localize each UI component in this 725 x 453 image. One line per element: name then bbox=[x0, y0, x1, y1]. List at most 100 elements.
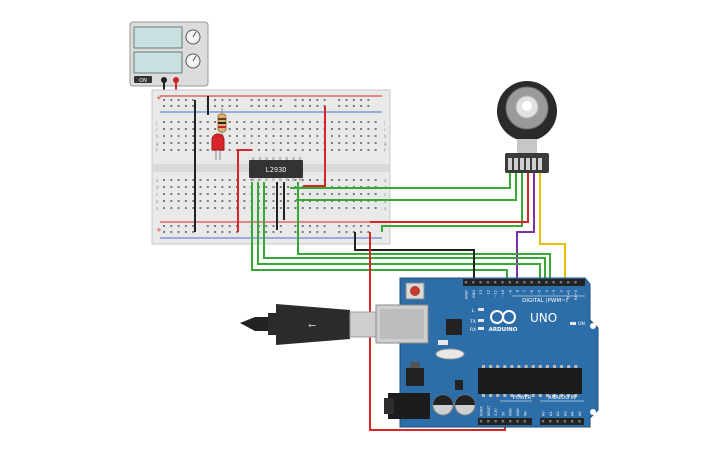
breadboard-hole[interactable] bbox=[177, 135, 180, 137]
breadboard-hole[interactable] bbox=[294, 135, 297, 137]
power-supply[interactable]: ON bbox=[129, 21, 209, 87]
breadboard-hole[interactable] bbox=[360, 207, 363, 209]
breadboard-hole[interactable] bbox=[330, 193, 333, 195]
breadboard-hole[interactable] bbox=[265, 200, 268, 202]
usb-cable[interactable]: ⭠ bbox=[240, 304, 377, 345]
breadboard-hole[interactable] bbox=[163, 193, 165, 195]
breadboard-hole[interactable] bbox=[316, 207, 319, 209]
breadboard-hole[interactable] bbox=[316, 135, 319, 137]
breadboard-hole[interactable] bbox=[206, 193, 209, 195]
breadboard-hole[interactable] bbox=[228, 200, 231, 202]
breadboard-hole[interactable] bbox=[338, 207, 341, 209]
breadboard-hole[interactable] bbox=[272, 135, 275, 137]
breadboard-hole[interactable] bbox=[338, 142, 341, 144]
breadboard-hole[interactable] bbox=[228, 193, 231, 195]
breadboard-hole[interactable] bbox=[345, 149, 348, 151]
breadboard-hole[interactable] bbox=[214, 193, 217, 195]
rail-hole[interactable] bbox=[301, 105, 304, 107]
breadboard-hole[interactable] bbox=[367, 128, 370, 130]
breadboard-hole[interactable] bbox=[192, 193, 195, 195]
breadboard-hole[interactable] bbox=[199, 128, 202, 130]
rail-hole[interactable] bbox=[316, 231, 319, 233]
breadboard-hole[interactable] bbox=[265, 121, 268, 123]
breadboard-hole[interactable] bbox=[184, 128, 187, 130]
breadboard-hole[interactable] bbox=[309, 193, 311, 195]
breadboard-hole[interactable] bbox=[374, 149, 377, 151]
breadboard-hole[interactable] bbox=[221, 207, 224, 209]
breadboard-hole[interactable] bbox=[279, 193, 282, 195]
breadboard-hole[interactable] bbox=[309, 121, 311, 123]
breadboard-hole[interactable] bbox=[345, 179, 348, 181]
rail-hole[interactable] bbox=[206, 231, 209, 233]
breadboard-hole[interactable] bbox=[294, 128, 297, 130]
digital-pin-hole[interactable] bbox=[552, 281, 555, 284]
breadboard-hole[interactable] bbox=[352, 142, 355, 144]
breadboard-hole[interactable] bbox=[272, 142, 275, 144]
breadboard-hole[interactable] bbox=[265, 186, 268, 188]
led[interactable] bbox=[211, 133, 225, 160]
digital-pin-hole[interactable] bbox=[523, 281, 526, 284]
breadboard-hole[interactable] bbox=[309, 142, 311, 144]
breadboard-hole[interactable] bbox=[192, 179, 195, 181]
breadboard-hole[interactable] bbox=[243, 193, 246, 195]
breadboard-hole[interactable] bbox=[309, 207, 311, 209]
encoder-motor[interactable] bbox=[497, 81, 557, 173]
rail-hole[interactable] bbox=[309, 225, 311, 227]
rail-hole[interactable] bbox=[221, 225, 224, 227]
breadboard-hole[interactable] bbox=[184, 193, 187, 195]
rail-hole[interactable] bbox=[221, 231, 224, 233]
breadboard-hole[interactable] bbox=[199, 179, 202, 181]
breadboard-hole[interactable] bbox=[228, 186, 231, 188]
breadboard-hole[interactable] bbox=[214, 121, 217, 123]
breadboard-hole[interactable] bbox=[214, 200, 217, 202]
breadboard-hole[interactable] bbox=[199, 186, 202, 188]
breadboard-hole[interactable] bbox=[338, 193, 341, 195]
rail-hole[interactable] bbox=[206, 225, 209, 227]
breadboard-hole[interactable] bbox=[192, 149, 195, 151]
breadboard-hole[interactable] bbox=[294, 142, 297, 144]
breadboard-hole[interactable] bbox=[294, 179, 297, 181]
breadboard-hole[interactable] bbox=[170, 149, 173, 151]
breadboard-hole[interactable] bbox=[294, 121, 297, 123]
rail-hole[interactable] bbox=[192, 231, 195, 233]
rail-hole[interactable] bbox=[360, 105, 363, 107]
breadboard-hole[interactable] bbox=[294, 200, 297, 202]
breadboard-hole[interactable] bbox=[214, 128, 217, 130]
breadboard-hole[interactable] bbox=[265, 149, 268, 151]
rail-hole[interactable] bbox=[279, 231, 282, 233]
breadboard-hole[interactable] bbox=[250, 179, 253, 181]
breadboard-hole[interactable] bbox=[352, 121, 355, 123]
breadboard-hole[interactable] bbox=[228, 179, 231, 181]
breadboard-hole[interactable] bbox=[177, 149, 180, 151]
breadboard-hole[interactable] bbox=[163, 207, 165, 209]
rail-hole[interactable] bbox=[184, 225, 187, 227]
breadboard-hole[interactable] bbox=[279, 135, 282, 137]
breadboard-hole[interactable] bbox=[316, 121, 319, 123]
breadboard-hole[interactable] bbox=[243, 135, 246, 137]
rail-hole[interactable] bbox=[338, 231, 341, 233]
digital-pin-hole[interactable] bbox=[537, 281, 541, 284]
breadboard-hole[interactable] bbox=[374, 135, 377, 137]
breadboard-hole[interactable] bbox=[199, 142, 202, 144]
breadboard-hole[interactable] bbox=[367, 149, 370, 151]
breadboard-hole[interactable] bbox=[279, 121, 282, 123]
breadboard-hole[interactable] bbox=[257, 128, 260, 130]
breadboard-hole[interactable] bbox=[192, 186, 195, 188]
rail-hole[interactable] bbox=[301, 231, 304, 233]
breadboard-hole[interactable] bbox=[184, 179, 187, 181]
breadboard-hole[interactable] bbox=[352, 179, 355, 181]
rail-hole[interactable] bbox=[257, 105, 260, 107]
breadboard-hole[interactable] bbox=[163, 179, 165, 181]
breadboard-hole[interactable] bbox=[301, 207, 304, 209]
breadboard-hole[interactable] bbox=[170, 142, 173, 144]
breadboard-hole[interactable] bbox=[228, 142, 231, 144]
rail-hole[interactable] bbox=[265, 105, 268, 107]
rail-hole[interactable] bbox=[367, 231, 370, 233]
breadboard-hole[interactable] bbox=[360, 135, 363, 137]
breadboard-hole[interactable] bbox=[294, 207, 297, 209]
breadboard-hole[interactable] bbox=[257, 149, 260, 151]
breadboard-hole[interactable] bbox=[345, 135, 348, 137]
breadboard-hole[interactable] bbox=[330, 142, 333, 144]
breadboard-hole[interactable] bbox=[163, 149, 165, 151]
